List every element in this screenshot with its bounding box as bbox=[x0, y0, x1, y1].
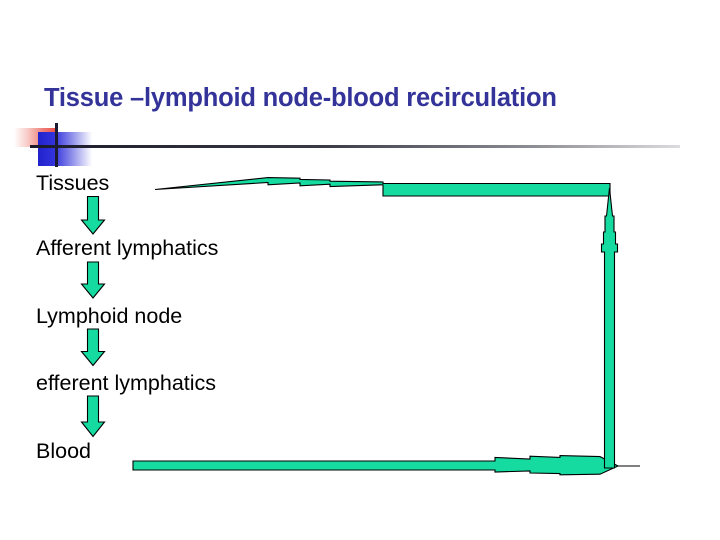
connector-node-to-efferent-arrow bbox=[80, 328, 106, 367]
page-title: Tissue –lymphoid node-blood recirculatio… bbox=[44, 84, 557, 112]
connector-right-riser-to-tissues-arrow bbox=[154, 177, 611, 197]
diagram-step-blood: Blood bbox=[36, 439, 91, 463]
diagram-step-lymphoid-node: Lymphoid node bbox=[36, 304, 183, 328]
connector-afferent-to-node-arrow bbox=[80, 261, 106, 299]
connector-blood-to-right-riser-arrow bbox=[132, 455, 620, 476]
connector-tissues-to-afferent-arrow bbox=[80, 195, 106, 235]
connector-efferent-to-blood-arrow bbox=[80, 395, 106, 438]
diagram-step-afferent-lymphatics: Afferent lymphatics bbox=[36, 236, 219, 260]
diagram-step-tissues: Tissues bbox=[36, 171, 110, 195]
ornament-blue-block bbox=[38, 132, 92, 166]
connector-right-riser-up-arrow bbox=[600, 187, 619, 469]
ornament-horizontal-rule bbox=[30, 145, 680, 148]
ornament-vertical-rule bbox=[55, 123, 58, 167]
diagram-step-efferent-lymphatics: efferent lymphatics bbox=[36, 371, 217, 395]
title-ornament bbox=[0, 120, 720, 175]
